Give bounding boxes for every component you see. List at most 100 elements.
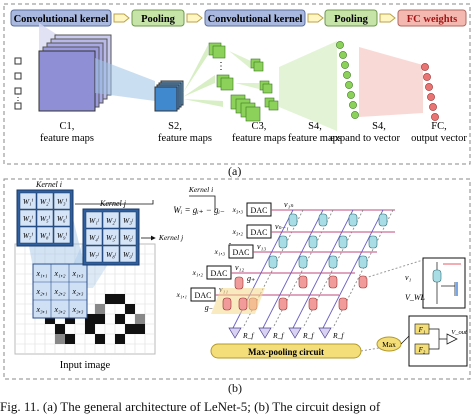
dac-row: x₃,₂ DAC vₙ₋₁ xyxy=(232,222,289,239)
rf-label: R_f xyxy=(332,331,344,340)
fc-output-nodes xyxy=(421,63,439,121)
kernel-i-arrow-label: Kernel i xyxy=(188,185,213,194)
dac-row: x₁,₂ DAC v₁₂ xyxy=(192,263,244,280)
s4-vector-nodes xyxy=(336,41,359,119)
dac-label: DAC xyxy=(233,248,250,257)
max-pooling-label: Max-pooling circuit xyxy=(248,347,324,357)
panel-b-sublabel: (b) xyxy=(228,381,242,395)
pipeline-pool-2: Pooling xyxy=(324,9,378,27)
dac-input-label: x₃,₃ xyxy=(232,205,244,214)
kernel-i-cell: W₂ⁱ xyxy=(40,197,51,206)
panel-a: Convolutional kernel Pooling Convolution… xyxy=(3,3,471,165)
kernel-i-matrix xyxy=(16,189,74,247)
g-minus-label: g₋ xyxy=(205,303,213,312)
input-ellipsis: ⋮ xyxy=(14,92,23,102)
kernel-j-cell: W₃ʲ xyxy=(123,216,134,225)
pipeline-pool-2-label: Pooling xyxy=(334,14,369,25)
panel-b: x₁,₁ x₁,₂ x₁,₃ x₂,₁ x₂,₂ x₂,₃ x₃,₁ x₃,₂ … xyxy=(3,178,471,380)
fc-label-1: FC, xyxy=(431,121,446,132)
patch-cell: x₂,₁ xyxy=(35,287,47,296)
kernel-i-arrow xyxy=(75,200,154,205)
s2-label-1: S2, xyxy=(168,121,182,132)
rf-label: R_f xyxy=(242,331,254,340)
projection-s2-c3 xyxy=(183,45,223,107)
kernel-i-cell: W₅ⁱ xyxy=(40,214,51,223)
s4v-label-2: expand to vector xyxy=(330,133,400,144)
fc-weights-fan xyxy=(359,47,423,117)
input-dots xyxy=(14,57,22,110)
c1-label-2: feature maps xyxy=(40,133,94,144)
pipeline-conv-2-label: Convolutional kernel xyxy=(208,14,303,25)
transimpedance-amps xyxy=(228,327,332,339)
projection-c1-s2 xyxy=(95,58,155,101)
kernel-j-matrix xyxy=(82,208,140,266)
pipeline-conv-1-label: Convolutional kernel xyxy=(14,14,109,25)
pipeline-pool-1: Pooling xyxy=(131,9,185,27)
g-plus-label: g₊ xyxy=(247,274,255,283)
c3-label-2: feature maps xyxy=(232,133,286,144)
kernel-i-cell: W₆ⁱ xyxy=(57,214,68,223)
kernel-i-cell: W₈ⁱ xyxy=(40,231,51,240)
kernel-i-cell: W₃ⁱ xyxy=(57,197,68,206)
dac-label: DAC xyxy=(251,228,268,237)
dac-voltage-label: v₁₃ xyxy=(257,242,266,251)
memristor-blue-column xyxy=(268,213,388,269)
patch-cell: x₃,₂ xyxy=(53,305,65,314)
max-detail-box xyxy=(360,315,468,367)
pipeline-arrow-1 xyxy=(113,13,130,23)
max-pooling-circuit: Max-pooling circuit xyxy=(210,343,362,359)
figure-caption: Fig. 11. (a) The general architecture of… xyxy=(0,399,381,414)
detail-vout-label: V_out xyxy=(451,329,467,336)
pipeline-conv-2: Convolutional kernel xyxy=(204,9,306,27)
kernel-j-arrow-label: Kernel j xyxy=(158,233,183,242)
c1-label-1: C1, xyxy=(60,121,75,132)
c3-ellipsis: ⋮ xyxy=(216,61,226,72)
projection-c3-s4 xyxy=(229,51,259,89)
pipeline-arrow-2 xyxy=(186,13,203,23)
s2-label-2: feature maps xyxy=(158,133,212,144)
detail-f1-label: F₁ xyxy=(418,326,426,334)
patch-cell: x₁,₁ xyxy=(35,269,47,278)
detail-f2-label: F₂ xyxy=(418,346,426,354)
panel-a-sublabel: (a) xyxy=(228,164,242,178)
patch-cell: x₃,₁ xyxy=(35,305,47,314)
patch-cell: x₃,₃ xyxy=(71,305,83,314)
circuit-diagram: x₁,₁ x₁,₂ x₁,₃ x₂,₁ x₂,₂ x₂,₃ x₃,₁ x₃,₂ … xyxy=(3,178,471,380)
s2-feature-maps xyxy=(154,80,184,112)
dac-row: x₃,₃ DAC v₁ₙ xyxy=(232,200,294,217)
kernel-j-cell: W₄ʲ xyxy=(89,233,100,242)
rf-label: R_f xyxy=(302,331,314,340)
patch-cell: x₁,₂ xyxy=(53,269,65,278)
detail-v1-label: v₁ xyxy=(405,273,412,282)
patch-cell: x₁,₃ xyxy=(71,269,83,278)
kernel-i-cell: W₄ⁱ xyxy=(23,214,34,223)
kernel-j-cell: W₇ʲ xyxy=(89,250,100,259)
kernel-j-cell: W₁ʲ xyxy=(89,216,100,225)
kernel-i-cell: W₁ⁱ xyxy=(23,197,34,206)
c3-feature-maps xyxy=(208,42,261,122)
dac-row: x₁,₃ DAC v₁₃ xyxy=(214,242,266,259)
dac-voltage-label: v₁ₙ xyxy=(284,200,294,209)
pipeline-pool-1-label: Pooling xyxy=(141,14,176,25)
dac-voltage-label: vₙ₋₁ xyxy=(275,222,289,231)
kernel-j-cell: W₈ʲ xyxy=(106,250,117,259)
kernel-j-cell: W₉ʲ xyxy=(123,250,134,259)
kernel-j-cell: W₆ʲ xyxy=(123,233,134,242)
c3-label-1: C3, xyxy=(252,121,267,132)
dac-input-label: x₃,₂ xyxy=(232,227,244,236)
memristor-pair xyxy=(222,276,248,311)
kernel-i-cell: W₉ⁱ xyxy=(57,231,68,240)
kernel-j-cell: W₅ʲ xyxy=(106,233,117,242)
kernel-j-title: Kernel j xyxy=(99,199,127,208)
kernel-i-cell: W₇ⁱ xyxy=(23,231,34,240)
kernel-i-arrow-2 xyxy=(189,195,216,210)
dac-label: DAC xyxy=(251,206,268,215)
patch-cell: x₂,₂ xyxy=(53,287,65,296)
rf-label: R_f xyxy=(272,331,284,340)
dac-input-label: x₁,₁ xyxy=(176,290,188,299)
pipeline-conv-1: Convolutional kernel xyxy=(10,9,112,27)
s4-label-2: feature maps xyxy=(288,133,342,144)
dac-input-label: x₁,₃ xyxy=(214,247,226,256)
patch-cell: x₂,₃ xyxy=(71,287,83,296)
cell-detail-box xyxy=(364,257,466,309)
